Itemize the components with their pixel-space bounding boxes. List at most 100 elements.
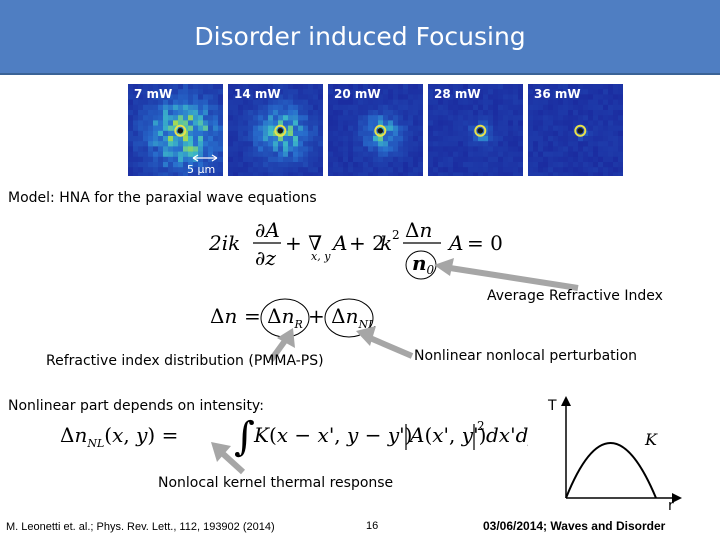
focus-spot — [477, 128, 484, 134]
speckle-pixel — [483, 136, 489, 142]
speckle-pixel — [593, 167, 599, 173]
speckle-pixel — [588, 172, 594, 176]
speckle-pixel — [298, 141, 304, 147]
speckle-pixel — [333, 110, 339, 116]
speckle-pixel — [288, 99, 294, 106]
speckle-pixel — [383, 99, 389, 106]
speckle-pixel — [403, 84, 409, 90]
speckle-pixel — [378, 146, 384, 152]
speckle-pixel — [618, 167, 623, 173]
speckle-pixel — [393, 99, 399, 106]
speckle-pixel — [583, 167, 589, 173]
speckle-pixel — [433, 84, 439, 90]
speckle-pixel — [243, 94, 249, 100]
speckle-pixel — [358, 99, 364, 106]
speckle-pixel — [613, 115, 619, 121]
speckle-pixel — [418, 104, 423, 111]
speckle-pixel — [168, 130, 174, 137]
speckle-pixel — [383, 146, 389, 152]
speckle-pixel — [588, 136, 594, 142]
speckle-pixel — [383, 167, 389, 173]
speckle-pixel — [358, 130, 364, 137]
speckle-pixel — [593, 141, 599, 147]
speckle-pixel — [368, 94, 374, 100]
speckle-pixel — [348, 125, 354, 132]
speckle-pixel — [138, 141, 144, 147]
speckle-image — [228, 84, 323, 176]
speckle-pixel — [558, 99, 564, 106]
speckle-pixel — [293, 146, 299, 152]
speckle-pixel — [268, 125, 274, 132]
speckle-pixel — [183, 84, 189, 90]
speckle-pixel — [533, 162, 539, 168]
speckle-pixel — [338, 104, 344, 111]
speckle-pixel — [538, 115, 544, 121]
speckle-pixel — [313, 167, 319, 173]
speckle-pixel — [388, 115, 394, 121]
speckle-pixel — [333, 94, 339, 100]
speckle-pixel — [358, 125, 364, 132]
speckle-pixel — [428, 115, 434, 121]
panel-label: 28 mW — [434, 87, 481, 101]
speckle-pixel — [383, 130, 389, 137]
speckle-pixel — [353, 156, 359, 163]
speckle-pixel — [438, 130, 444, 137]
speckle-pixel — [338, 130, 344, 137]
speckle-pixel — [168, 146, 174, 152]
speckle-pixel — [513, 125, 519, 132]
speckle-pixel — [478, 172, 484, 176]
speckle-pixel — [618, 94, 623, 100]
speckle-pixel — [563, 141, 569, 147]
speckle-pixel — [348, 120, 354, 126]
focus-spot — [277, 128, 284, 134]
speckle-pixel — [163, 120, 169, 126]
speckle-pixel — [608, 172, 614, 176]
title-bar: Disorder induced Focusing — [0, 0, 720, 75]
speckle-pixel — [243, 120, 249, 126]
speckle-pixel — [208, 156, 214, 163]
speckle-pixel — [578, 110, 584, 116]
speckle-pixel — [228, 120, 234, 126]
speckle-pixel — [253, 162, 259, 168]
speckle-pixel — [273, 94, 279, 100]
speckle-pixel — [438, 99, 444, 106]
speckle-pixel — [518, 84, 523, 90]
speckle-pixel — [578, 151, 584, 158]
speckle-pixel — [318, 104, 323, 111]
speckle-pixel — [588, 141, 594, 147]
speckle-pixel — [303, 94, 309, 100]
speckle-pixel — [483, 94, 489, 100]
speckle-pixel — [218, 115, 223, 121]
speckle-pixel — [343, 136, 349, 142]
speckle-pixel — [448, 89, 454, 95]
speckle-pixel — [383, 162, 389, 168]
speckle-pixel — [528, 125, 534, 132]
speckle-pixel — [493, 84, 499, 90]
speckle-pixel — [268, 130, 274, 137]
speckle-pixel — [138, 110, 144, 116]
speckle-pixel — [198, 104, 204, 111]
speckle-pixel — [463, 162, 469, 168]
speckle-pixel — [288, 130, 294, 137]
speckle-pixel — [373, 94, 379, 100]
speckle-pixel — [448, 84, 454, 90]
speckle-pixel — [368, 120, 374, 126]
speckle-pixel — [278, 146, 284, 152]
speckle-pixel — [173, 141, 179, 147]
speckle-pixel — [418, 120, 423, 126]
speckle-pixel — [513, 136, 519, 142]
speckle-pixel — [518, 136, 523, 142]
speckle-pixel — [498, 162, 504, 168]
speckle-pixel — [463, 104, 469, 111]
speckle-pixel — [203, 167, 209, 173]
speckle-image — [428, 84, 523, 176]
speckle-pixel — [253, 110, 259, 116]
focus-spot — [377, 128, 384, 134]
speckle-pixel — [598, 110, 604, 116]
speckle-pixel — [263, 120, 269, 126]
speckle-pixel — [208, 120, 214, 126]
speckle-pixel — [273, 141, 279, 147]
speckle-pixel — [443, 110, 449, 116]
speckle-pixel — [408, 120, 414, 126]
speckle-pixel — [408, 162, 414, 168]
